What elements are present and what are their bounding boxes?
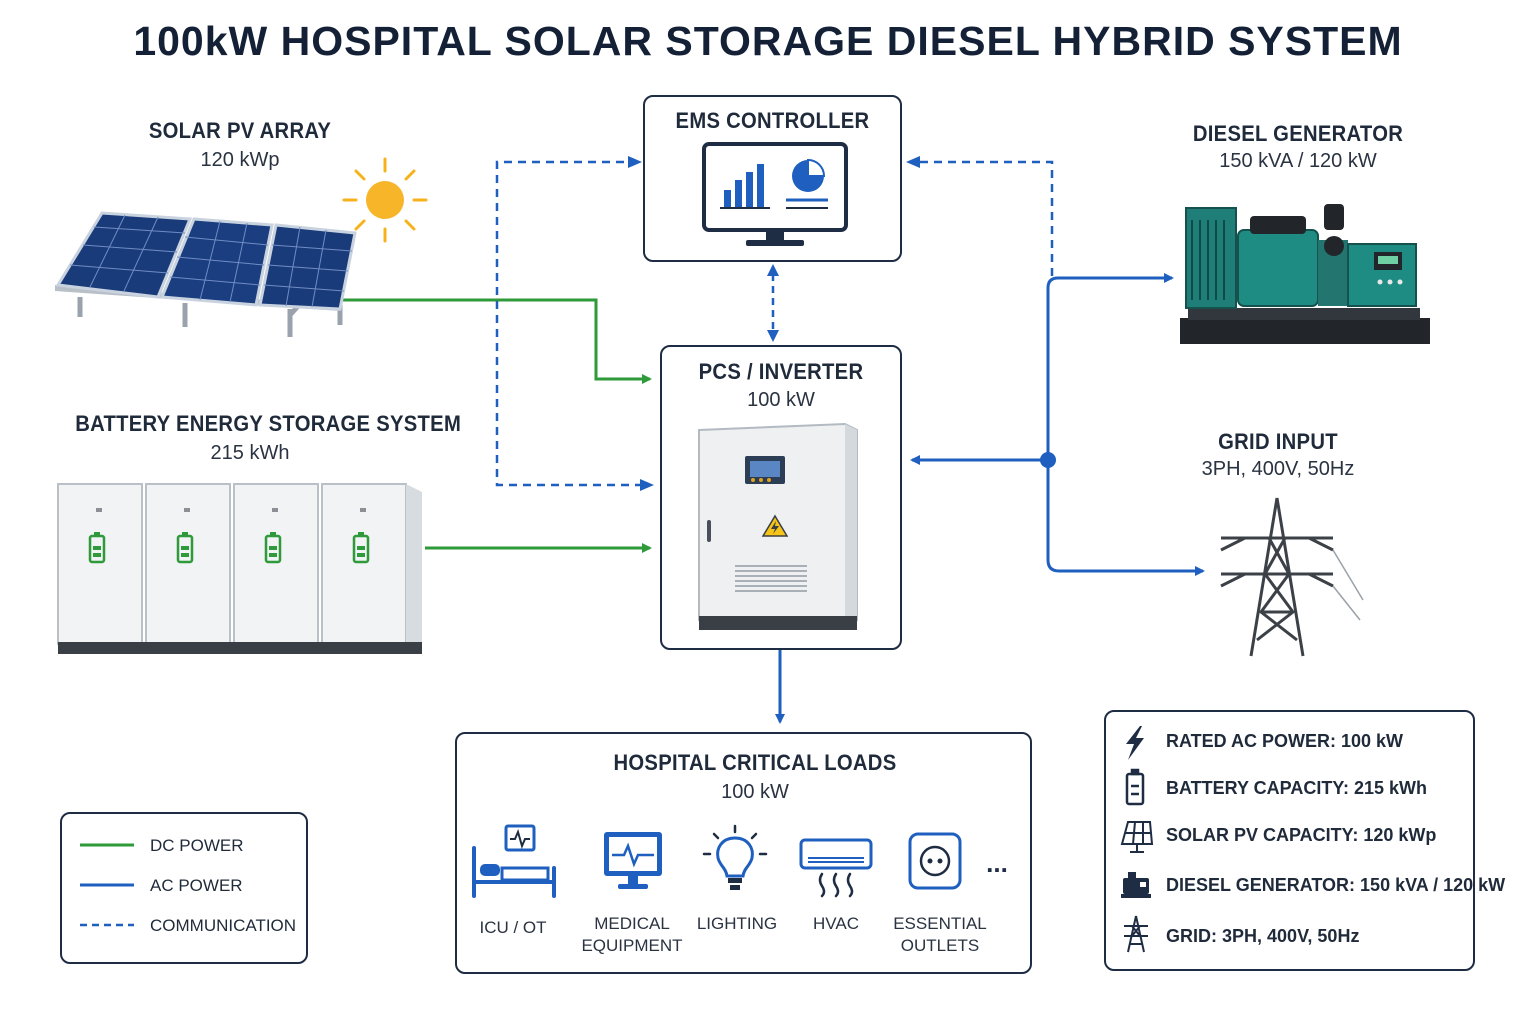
spec-solar: SOLAR PV CAPACITY: 120 kWp — [1166, 825, 1437, 845]
load-label-lighting: LIGHTING — [696, 914, 778, 933]
load-label-icu: ICU / OT — [479, 918, 547, 937]
solar-title: SOLAR PV ARRAY — [148, 118, 332, 143]
legend-ac-label: AC POWER — [150, 876, 243, 895]
legend-swatches — [80, 843, 134, 927]
diesel-title: DIESEL GENERATOR — [1192, 121, 1404, 146]
spec-diesel: DIESEL GENERATOR: 150 kVA / 120 kW — [1166, 875, 1506, 895]
monitor-chart-icon — [702, 142, 848, 246]
hvac-unit-icon[interactable] — [798, 836, 874, 898]
diesel-generator-icon — [1180, 204, 1430, 344]
loads-title: HOSPITAL CRITICAL LOADS — [613, 750, 897, 775]
wire-comm-right — [914, 160, 1054, 276]
power-outlet-icon[interactable] — [906, 830, 964, 892]
lightbulb-icon[interactable] — [700, 824, 770, 896]
pcs-title: PCS / INVERTER — [698, 359, 864, 384]
legend-box — [60, 812, 308, 964]
legend-dc-label: DC POWER — [150, 836, 244, 855]
wire-comm-left — [495, 160, 648, 487]
legend-comm-label: COMMUNICATION — [150, 916, 297, 935]
medical-monitor-icon[interactable] — [600, 828, 666, 894]
diagram-title: 100kW HOSPITAL SOLAR STORAGE DIESEL HYBR… — [133, 18, 1403, 64]
solar-rating: 120 kWp — [200, 149, 280, 171]
icu-bed-icon[interactable] — [470, 822, 560, 902]
solar-panel-icon — [1120, 821, 1154, 853]
spec-grid: GRID: 3PH, 400V, 50Hz — [1166, 926, 1360, 946]
inverter-cabinet-icon — [698, 422, 858, 630]
spec-battery: BATTERY CAPACITY: 215 kWh — [1166, 778, 1428, 798]
sun-icon — [342, 157, 428, 243]
wire-solar-dc — [340, 298, 652, 384]
ems-title: EMS CONTROLLER — [675, 108, 870, 133]
power-pylon-icon — [1220, 497, 1364, 657]
battery-cabinets-icon — [57, 483, 422, 654]
more-loads-ellipsis: ... — [986, 848, 1008, 878]
battery-icon — [1125, 768, 1145, 806]
loads-rating: 100 kW — [721, 781, 789, 803]
specs-box — [1104, 710, 1475, 971]
wire-ac-bus — [1046, 273, 1174, 289]
battery-title: BATTERY ENERGY STORAGE SYSTEM — [75, 411, 462, 436]
pcs-rating: 100 kW — [747, 389, 815, 411]
solar-panel-array-icon — [55, 211, 357, 337]
pylon-icon — [1124, 915, 1148, 953]
diesel-rating: 150 kVA / 120 kW — [1219, 150, 1377, 172]
lightning-icon — [1126, 726, 1144, 760]
battery-rating: 215 kWh — [210, 442, 290, 464]
hospital-loads-box[interactable] — [455, 732, 1032, 974]
grid-rating: 3PH, 400V, 50Hz — [1201, 458, 1355, 480]
spec-icons — [1120, 726, 1154, 953]
grid-title: GRID INPUT — [1218, 429, 1338, 454]
generator-icon — [1121, 872, 1151, 898]
spec-rated-power: RATED AC POWER: 100 kW — [1166, 731, 1404, 751]
load-label-hvac: HVAC — [813, 914, 859, 933]
